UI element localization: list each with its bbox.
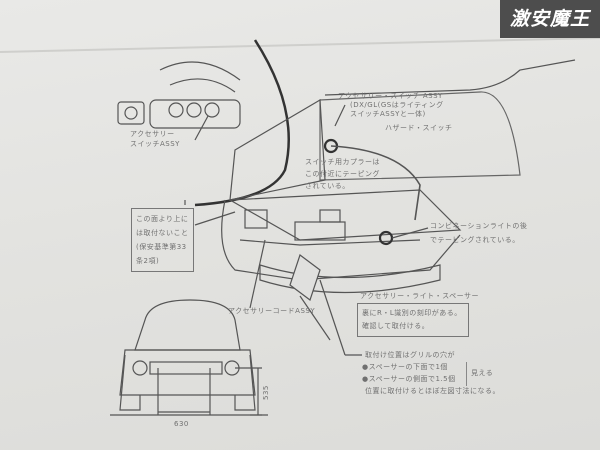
height-limit-text: この面より上に [136,215,189,223]
label-combination-light: コンビネーションライトの後 [430,222,528,230]
position-note-bullet: ●スペーサーの側面で1.5個 [362,375,456,383]
height-limit-text: 条2項) [136,257,160,265]
position-note-bullet: ●スペーサーの下面で1個 [362,363,448,371]
label-switch-assy: アクセサリー・スイッチ ASSY [338,92,443,100]
label-combination-light: でテーピングされている。 [430,236,520,244]
label-switch-assy-left: スイッチASSY [130,140,180,148]
label-switch-assy-note: スイッチASSYと一体) [350,110,426,118]
label-coupler-note: この付近にテーピング [305,170,380,178]
position-note-visible: 見える [471,369,494,377]
spacer-note-text: 確認して取付ける。 [362,322,430,330]
label-coupler-note: スイッチ用カプラーは [305,158,380,166]
label-cord-assy: アクセサリーコードASSY [228,307,316,315]
spacer-note-box: 裏にR・L識別の刻印がある。 確認して取付ける。 [357,303,469,337]
spacer-note-text: 裏にR・L識別の刻印がある。 [362,309,462,317]
height-limit-box: この面より上に は取付ないこと (保安基準第33 条2項) [131,208,194,272]
dimension-height: 535 [262,385,270,400]
label-switch-assy-note: (DX/GL(GSはライティング [350,101,444,109]
label-hazard-switch: ハザード・スイッチ [385,124,453,132]
dimension-width: 630 [174,420,189,428]
position-note-line2: 位置に取付けるとほぼ左図寸法になる。 [365,387,500,395]
position-note-line1: 取付け位置はグリルの穴が [365,351,455,359]
label-switch-assy-left: アクセサリー [130,130,175,138]
label-coupler-note: されている。 [305,182,350,190]
height-limit-text: (保安基準第33 [136,243,187,251]
height-limit-text: は取付ないこと [136,229,189,237]
label-light-spacer: アクセサリー・ライト・スペーサー [360,292,480,300]
bracket-divider [466,362,467,386]
watermark-logo: 激安魔王 [500,0,600,38]
